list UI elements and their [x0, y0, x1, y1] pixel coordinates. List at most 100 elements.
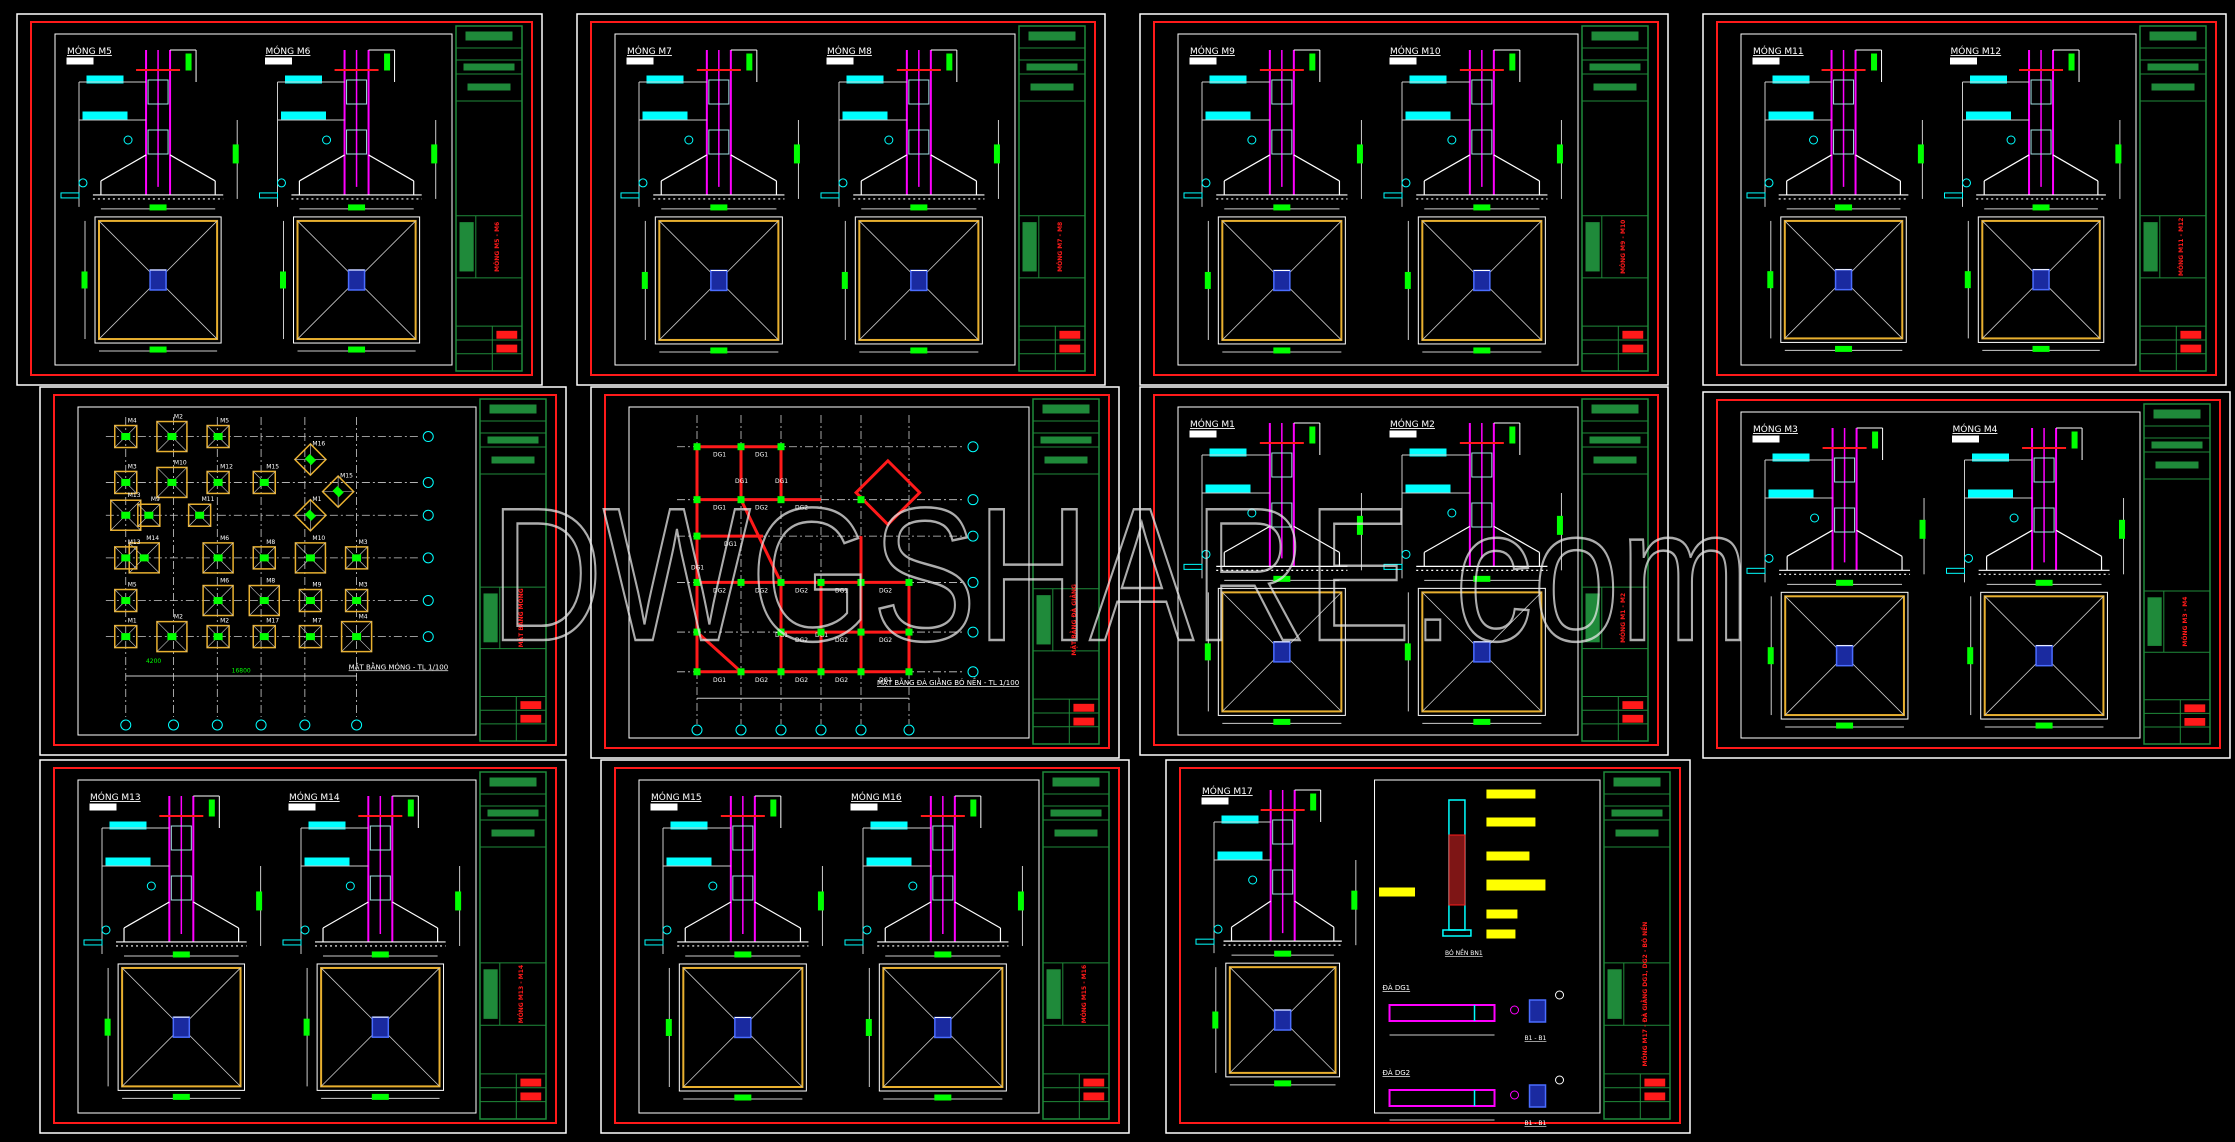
footing-slope: [1231, 900, 1272, 928]
scale-tag: [1389, 430, 1417, 438]
note-label: [1486, 851, 1530, 861]
title-block: MÓNG M3 - M4: [2143, 403, 2211, 745]
rebar-callout: [1964, 553, 1973, 563]
footing-plan-outline: [1977, 216, 2105, 343]
rebar-callout: [1764, 178, 1774, 188]
footing-plan: [1421, 219, 1543, 341]
stamp-bar: [483, 969, 498, 1019]
footing-tag: M4: [128, 418, 137, 425]
footing-plan: [296, 219, 417, 341]
footing-detail: MÓNG M10: [1383, 45, 1563, 354]
footing-plan-outline: [1217, 216, 1346, 345]
dim-text: [734, 1094, 752, 1101]
footing-tag: M5: [128, 582, 137, 589]
drawing-sheet[interactable]: MÓNG M17 - ĐÀ GIẰNG DG1, DG2 - BÓ NỀNMÓN…: [1165, 759, 1691, 1134]
dim-text: [1964, 271, 1971, 289]
footing-tag: M9: [151, 496, 160, 503]
rebar-callout: [838, 178, 848, 188]
sheet-frame: [30, 21, 533, 376]
footing-symbol: [156, 420, 188, 453]
dim-text: [946, 53, 953, 71]
column-mark: [167, 478, 177, 486]
column-node: [777, 496, 785, 504]
elevation-tag: [1183, 563, 1203, 570]
rebar-callout: [300, 925, 310, 935]
footing-outline: [110, 499, 142, 531]
revision-cell: [1083, 1078, 1105, 1087]
rebar-callout: [1809, 135, 1819, 145]
footing-symbol: [252, 546, 277, 570]
footing-outline: [206, 470, 230, 495]
revision-cell: [2184, 718, 2206, 726]
rebar-callout: [1201, 549, 1211, 559]
grid-bubble: [168, 719, 180, 731]
column-plan: [371, 1016, 390, 1038]
column-mark: [121, 478, 131, 486]
beam-section: [1528, 1084, 1547, 1108]
dim-text: [104, 1018, 111, 1036]
column-mark: [352, 633, 362, 641]
scale-tag: [650, 803, 678, 811]
beam-section: [1271, 502, 1293, 528]
column-mark: [213, 597, 223, 605]
rebar-tag: [1217, 851, 1263, 860]
dim-total: 16800: [232, 668, 251, 675]
footing-label: MÓNG M4: [1953, 423, 1998, 435]
beam-tag: DG2: [795, 505, 808, 512]
scale-tag: [826, 57, 854, 65]
logo-bar: [487, 436, 539, 444]
stamp-bar: [459, 222, 474, 272]
scale-tag: [1952, 435, 1979, 443]
footing-tag: M16: [312, 440, 325, 447]
revision-cell: [2180, 330, 2202, 339]
footing-slope: [100, 154, 147, 182]
elevation-tag: [1944, 192, 1963, 199]
rebar-callout: [908, 881, 918, 891]
rebar-callout: [1447, 135, 1457, 145]
logo-bar: [2151, 83, 2195, 91]
footing-tag: M3: [359, 539, 368, 546]
revision-cell: [520, 1078, 542, 1087]
beam-section: [1272, 869, 1294, 895]
logo-bar: [1589, 436, 1641, 444]
title-block: MÓNG M13 - M14: [479, 771, 547, 1120]
logo-bar: [2151, 441, 2203, 449]
beam-section: [708, 79, 730, 105]
footing-tag: M10: [312, 535, 325, 542]
column-node: [693, 668, 701, 676]
scale-tag: [850, 803, 878, 811]
title-block-frame: [1603, 771, 1671, 1120]
note-label: [1486, 879, 1546, 891]
revision-cell: [1644, 1092, 1666, 1101]
logo-bar: [2149, 31, 2197, 41]
rebar-tag: [304, 857, 350, 866]
revision-cell: [496, 330, 518, 339]
dim-text: [641, 271, 648, 289]
footing-symbol: [344, 546, 369, 570]
footing-outline: [114, 588, 138, 613]
beam-elevation: [1388, 1089, 1496, 1107]
footing-tag: M1: [312, 496, 321, 503]
dim-text: [303, 1018, 310, 1036]
stamp-bar: [1036, 595, 1051, 645]
sheet-frame: [1153, 394, 1659, 746]
footing-symbol: [252, 624, 277, 649]
logo-bar: [1040, 436, 1092, 444]
title-block-frame: [2143, 403, 2211, 745]
footing-slope: [1223, 525, 1271, 553]
dim-text: [172, 1093, 190, 1100]
dim-text: [665, 1018, 672, 1036]
grid-bubble: [903, 724, 915, 736]
rebar-callout: [1401, 178, 1411, 188]
